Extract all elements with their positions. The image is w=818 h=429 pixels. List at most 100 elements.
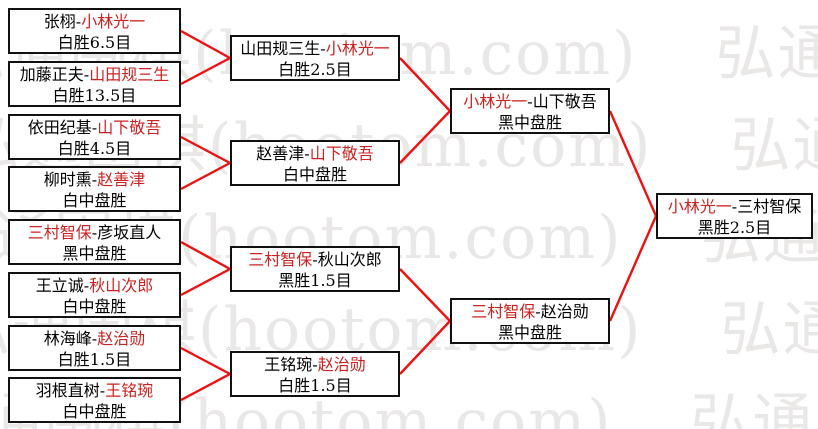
player-name: 加藤正夫 — [19, 65, 84, 84]
player-name: 王立诚 — [35, 276, 84, 295]
player-name-winner: 小林光一 — [81, 12, 146, 31]
match-result: 白中盘胜 — [62, 297, 127, 316]
match-separator: - — [312, 250, 318, 269]
match-players: 加藤正夫-山田规三生 — [10, 64, 179, 85]
player-name: 秋山次郎 — [317, 250, 382, 269]
match-result: 白胜13.5目 — [52, 86, 137, 105]
player-name-winner: 小林光一 — [463, 92, 528, 111]
match-players: 三村智保-秋山次郎 — [232, 249, 398, 270]
player-name-winner: 三村智保 — [248, 250, 313, 269]
match-result: 黑胜2.5目 — [697, 218, 772, 237]
match-result: 白中盘胜 — [282, 165, 347, 184]
player-name: 林海峰 — [43, 329, 92, 348]
match-r1-5: 三村智保-彦坂直人 黑中盘胜 — [8, 219, 181, 265]
match-final: 小林光一-三村智保 黑胜2.5目 — [656, 193, 813, 239]
match-separator: - — [83, 65, 90, 84]
match-result: 白胜1.5目 — [57, 350, 132, 369]
match-result: 黑中盘胜 — [497, 113, 562, 132]
player-name: 柳时熏 — [43, 170, 92, 189]
player-name-winner: 王铭琬 — [105, 381, 154, 400]
match-r2-2: 赵善津-山下敬吾 白中盘胜 — [230, 140, 400, 186]
player-name: 三村智保 — [737, 197, 802, 216]
player-name-winner: 山下敬吾 — [309, 144, 374, 163]
match-sf-1: 小林光一-山下敬吾 黑中盘胜 — [450, 88, 610, 134]
player-name: 山下敬吾 — [532, 92, 597, 111]
match-players: 山田规三生-小林光一 — [232, 38, 398, 59]
player-name-winner: 秋山次郎 — [89, 276, 154, 295]
player-name: 赵善津 — [256, 144, 305, 163]
bracket-connector-line — [180, 135, 231, 165]
bracket-connector-line — [180, 161, 231, 191]
match-result: 黑中盘胜 — [497, 323, 562, 342]
match-separator: - — [91, 118, 98, 137]
player-name-winner: 赵善津 — [97, 170, 146, 189]
player-name-winner: 赵治勋 — [317, 355, 366, 374]
bracket-connector-line — [180, 267, 231, 297]
bracket-connector-line — [180, 372, 231, 402]
match-separator: - — [91, 223, 98, 242]
match-result: 白胜1.5目 — [278, 376, 352, 395]
match-result: 白中盘胜 — [62, 191, 127, 210]
match-result: 白胜6.5目 — [57, 33, 132, 52]
bracket-connector-line — [399, 268, 451, 322]
match-result: 黑中盘胜 — [62, 244, 127, 263]
match-players: 柳时熏-赵善津 — [10, 169, 179, 190]
match-separator: - — [99, 381, 106, 400]
player-name: 依田纪基 — [27, 118, 92, 137]
match-players: 张栩-小林光一 — [10, 11, 179, 32]
player-name-winner: 三村智保 — [471, 302, 536, 321]
match-players: 依田纪基-山下敬吾 — [10, 117, 179, 138]
match-players: 王立诚-秋山次郎 — [10, 275, 179, 296]
match-separator: - — [83, 276, 90, 295]
match-separator: - — [320, 39, 326, 58]
bracket-connector-line — [399, 110, 451, 164]
match-r1-2: 加藤正夫-山田规三生 白胜13.5目 — [8, 61, 181, 107]
match-r1-6: 王立诚-秋山次郎 白中盘胜 — [8, 272, 181, 318]
player-name: 张栩 — [43, 12, 76, 31]
match-r1-7: 林海峰-赵治勋 白胜1.5目 — [8, 325, 181, 371]
bracket-connector-line — [608, 215, 658, 322]
player-name: 王铭琬 — [264, 355, 313, 374]
player-name-winner: 小林光一 — [325, 39, 390, 58]
match-players: 三村智保-赵治勋 — [452, 301, 608, 322]
bracket-connector-line — [180, 240, 231, 271]
player-name: 羽根直树 — [35, 381, 100, 400]
match-players: 小林光一-三村智保 — [658, 196, 811, 217]
match-players: 三村智保-彦坂直人 — [10, 222, 179, 243]
match-r2-1: 山田规三生-小林光一 白胜2.5目 — [230, 35, 400, 81]
match-r1-8: 羽根直树-王铭琬 白中盘胜 — [8, 377, 181, 423]
bracket-connector-line — [399, 57, 451, 112]
match-players: 小林光一-山下敬吾 — [452, 91, 608, 112]
match-separator: - — [91, 170, 98, 189]
match-r2-4: 王铭琬-赵治勋 白胜1.5目 — [230, 351, 400, 397]
match-result: 白中盘胜 — [62, 402, 127, 421]
match-separator: - — [535, 302, 541, 321]
match-separator: - — [75, 12, 82, 31]
match-players: 王铭琬-赵治勋 — [232, 354, 398, 375]
match-players: 林海峰-赵治勋 — [10, 328, 179, 349]
match-r1-3: 依田纪基-山下敬吾 白胜4.5目 — [8, 114, 181, 160]
match-result: 白胜2.5目 — [278, 60, 352, 79]
match-r2-3: 三村智保-秋山次郎 黑胜1.5目 — [230, 246, 400, 292]
match-r1-1: 张栩-小林光一 白胜6.5目 — [8, 8, 181, 54]
player-name-winner: 山下敬吾 — [97, 118, 162, 137]
player-name-winner: 三村智保 — [27, 223, 92, 242]
match-separator: - — [91, 329, 98, 348]
match-r1-4: 柳时熏-赵善津 白中盘胜 — [8, 166, 181, 212]
bracket-connector-line — [608, 110, 658, 217]
bracket-connector-line — [399, 320, 451, 375]
bracket-connector-line — [180, 56, 231, 86]
player-name: 山田规三生 — [240, 39, 321, 58]
match-separator: - — [304, 144, 310, 163]
match-result: 白胜4.5目 — [57, 139, 132, 158]
player-name-winner: 赵治勋 — [97, 329, 146, 348]
match-separator: - — [527, 92, 533, 111]
match-players: 羽根直树-王铭琬 — [10, 380, 179, 401]
match-sf-2: 三村智保-赵治勋 黑中盘胜 — [450, 298, 610, 344]
player-name: 赵治勋 — [540, 302, 589, 321]
bracket-connector-line — [180, 346, 231, 376]
match-result: 黑胜1.5目 — [278, 271, 352, 290]
match-separator: - — [731, 197, 738, 216]
